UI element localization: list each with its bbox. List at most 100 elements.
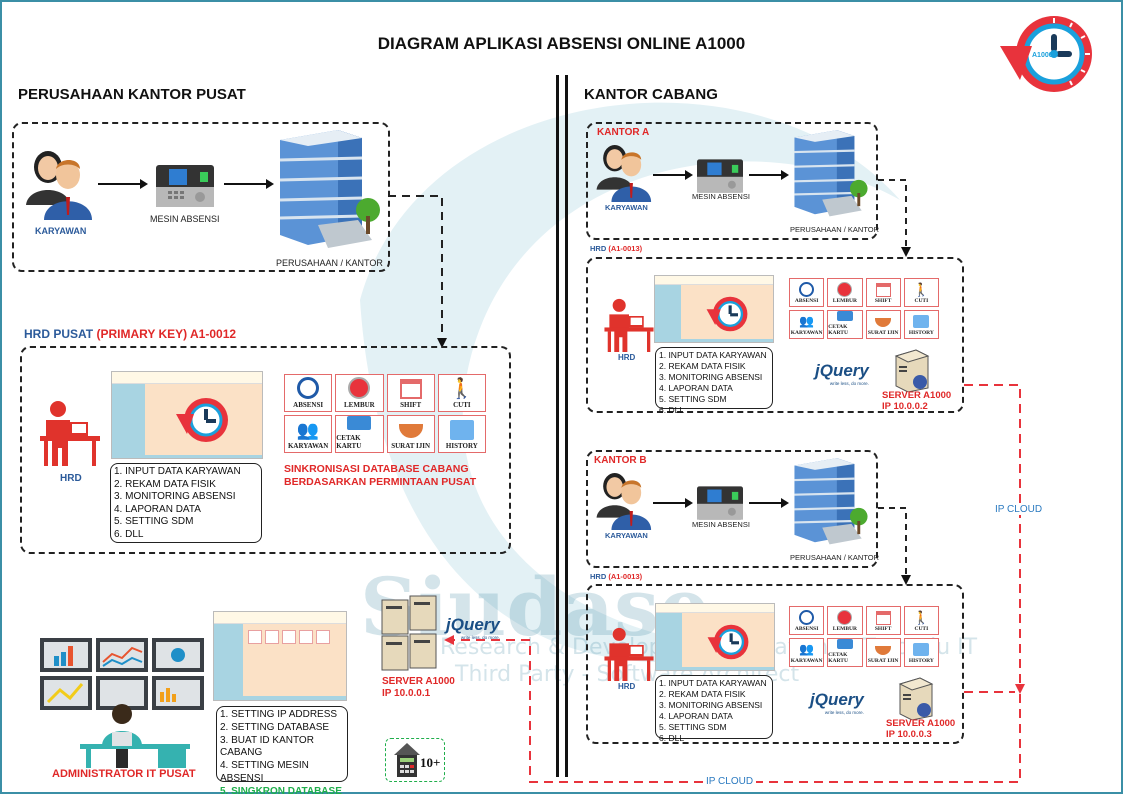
kantor-a-hrd-box — [586, 257, 964, 413]
task-item: 6. DLL — [114, 528, 144, 540]
task-item: 4. LAPORAN DATA — [659, 383, 733, 393]
jquery-tagline: write less, do more. — [824, 710, 864, 715]
kantor-a-module-grid: ABSENSI LEMBUR SHIFT 🚶CUTI 👥KARYAWAN CET… — [789, 278, 939, 340]
connector-flow-to-hrd — [878, 507, 911, 585]
task-item: 1. SETTING IP ADDRESS — [220, 709, 338, 720]
task-item: 5. SETTING SDM — [114, 516, 194, 528]
task-item: 5. SETTING SDM — [659, 394, 727, 404]
heading-pusat: PERUSAHAAN KANTOR PUSAT — [18, 86, 246, 103]
clock-refresh-icon: A1000 — [1000, 16, 1092, 92]
machine-label: MESIN ABSENSI — [150, 214, 220, 224]
traveler-icon: 🚶 — [913, 282, 930, 297]
module-karyawan[interactable]: 👥KARYAWAN — [789, 638, 825, 667]
module-lembur[interactable]: LEMBUR — [335, 374, 384, 412]
machine-label: MESIN ABSENSI — [692, 192, 750, 201]
app-module-icon — [265, 630, 279, 644]
folder-hourglass-icon — [913, 315, 930, 328]
attendance-machine-icon — [697, 486, 743, 520]
id-card-icon — [347, 416, 372, 430]
absensi-icon — [799, 282, 815, 297]
module-karyawan[interactable]: 👥KARYAWAN — [284, 415, 333, 453]
sync-note: SINKRONISASI DATABASE CABANG BERDASARKAN… — [284, 463, 476, 489]
task-item: 4. LAPORAN DATA — [114, 503, 201, 515]
module-absensi[interactable]: ABSENSI — [789, 606, 825, 635]
task-item: 5. SETTING SDM — [659, 722, 727, 732]
jquery-logo-kantor-a: jQuery write less, do more. — [815, 361, 869, 386]
module-history[interactable]: HISTORY — [903, 310, 939, 339]
lembur-icon — [348, 377, 371, 399]
hrd-person-icon — [604, 627, 654, 681]
employees-icon — [26, 151, 92, 220]
module-shift[interactable]: SHIFT — [865, 278, 901, 307]
module-absensi[interactable]: ABSENSI — [789, 278, 825, 307]
module-lembur[interactable]: LEMBUR — [827, 606, 863, 635]
task-item: 6. DLL — [659, 405, 685, 415]
module-cetak-kartu[interactable]: CETAK KARTU — [827, 638, 863, 667]
module-lembur[interactable]: LEMBUR — [827, 278, 863, 307]
kantor-a-flow-box — [586, 122, 878, 240]
absensi-icon — [297, 377, 320, 399]
module-karyawan[interactable]: 👥KARYAWAN — [789, 310, 825, 339]
module-cetak-kartu[interactable]: CETAK KARTU — [335, 415, 384, 453]
module-cuti[interactable]: 🚶CUTI — [903, 606, 939, 635]
office-building-icon — [279, 130, 380, 248]
letter-desk-icon — [875, 646, 892, 655]
admin-task-list: 1. SETTING IP ADDRESS 2. SETTING DATABAS… — [216, 706, 348, 794]
module-surat-ijin[interactable]: SURAT IJIN — [865, 310, 901, 339]
kantor-b-module-grid: ABSENSI LEMBUR SHIFT 🚶CUTI 👥KARYAWAN CET… — [789, 606, 939, 668]
module-history[interactable]: HISTORY — [437, 415, 486, 453]
app-module-icon — [282, 630, 296, 644]
kantor-b-hrd-title: HRD (A1-0013) — [590, 572, 642, 581]
module-shift[interactable]: SHIFT — [386, 374, 435, 412]
module-surat-ijin[interactable]: SURAT IJIN — [865, 638, 901, 667]
ip-cloud-side-label: IP CLOUD — [994, 504, 1044, 515]
calculator-house-icon — [394, 743, 420, 777]
people-group-icon: 👥 — [799, 642, 815, 656]
employee-label: KARYAWAN — [35, 226, 87, 236]
module-cetak-kartu[interactable]: CETAK KARTU — [827, 310, 863, 339]
task-item: 2. REKAM DATA FISIK — [659, 361, 746, 371]
module-cuti[interactable]: 🚶CUTI — [903, 278, 939, 307]
task-item: 1. INPUT DATA KARYAWAN — [114, 466, 241, 477]
module-shift[interactable]: SHIFT — [865, 606, 901, 635]
letter-desk-icon — [398, 424, 423, 438]
jquery-logo-kantor-b: jQuery write less, do more. — [810, 690, 864, 715]
hrd-label: HRD — [618, 682, 636, 691]
kantor-a-server-ip: IP 10.0.0.2 — [882, 401, 928, 412]
task-item: 3. MONITORING ABSENSI — [659, 372, 763, 382]
people-group-icon: 👥 — [296, 420, 320, 440]
module-absensi[interactable]: ABSENSI — [284, 374, 333, 412]
kantor-a-server-name: SERVER A1000 — [882, 390, 952, 401]
heading-cabang: KANTOR CABANG — [584, 86, 718, 103]
module-history[interactable]: HISTORY — [903, 638, 939, 667]
module-cuti[interactable]: 🚶CUTI — [437, 374, 486, 412]
app-screenshot-hrd-pusat — [111, 371, 263, 459]
arrow-right-icon — [224, 179, 274, 189]
employees-icon — [596, 472, 652, 530]
company-label: PERUSAHAAN / KANTOR — [276, 258, 383, 268]
folder-hourglass-icon — [913, 643, 930, 656]
hrd-pusat-title: HRD PUSAT (PRIMARY KEY) A1-0012 — [24, 327, 236, 341]
sync-note-line2: BERDASARKAN PERMINTAAN PUSAT — [284, 476, 477, 488]
app-screenshot-kantor-b — [655, 603, 775, 671]
server-icon — [898, 677, 934, 720]
jquery-logo-text: jQuery — [446, 615, 500, 634]
app-clock-icon — [706, 296, 748, 332]
task-item: 6. DLL — [659, 733, 685, 743]
app-screenshot-kantor-a — [654, 275, 774, 343]
employees-icon — [596, 144, 652, 202]
absensi-icon — [799, 610, 815, 625]
machine-label: MESIN ABSENSI — [692, 520, 750, 529]
hrd-title-key: (A1-0013) — [608, 244, 643, 253]
hrd-pusat-module-grid: ABSENSI LEMBUR SHIFT 🚶CUTI 👥KARYAWAN CET… — [284, 374, 486, 454]
hrd-title-prefix: HRD — [590, 572, 609, 581]
arrow-right-icon — [653, 498, 693, 508]
task-item: 2. REKAM DATA FISIK — [114, 478, 216, 490]
connector-flow-to-hrd — [878, 179, 911, 257]
ip-cloud-bottom-label: IP CLOUD — [703, 776, 757, 787]
server-cluster-icon — [381, 595, 437, 671]
arrow-right-icon — [749, 170, 789, 180]
lembur-icon — [837, 610, 853, 625]
module-surat-ijin[interactable]: SURAT IJIN — [386, 415, 435, 453]
